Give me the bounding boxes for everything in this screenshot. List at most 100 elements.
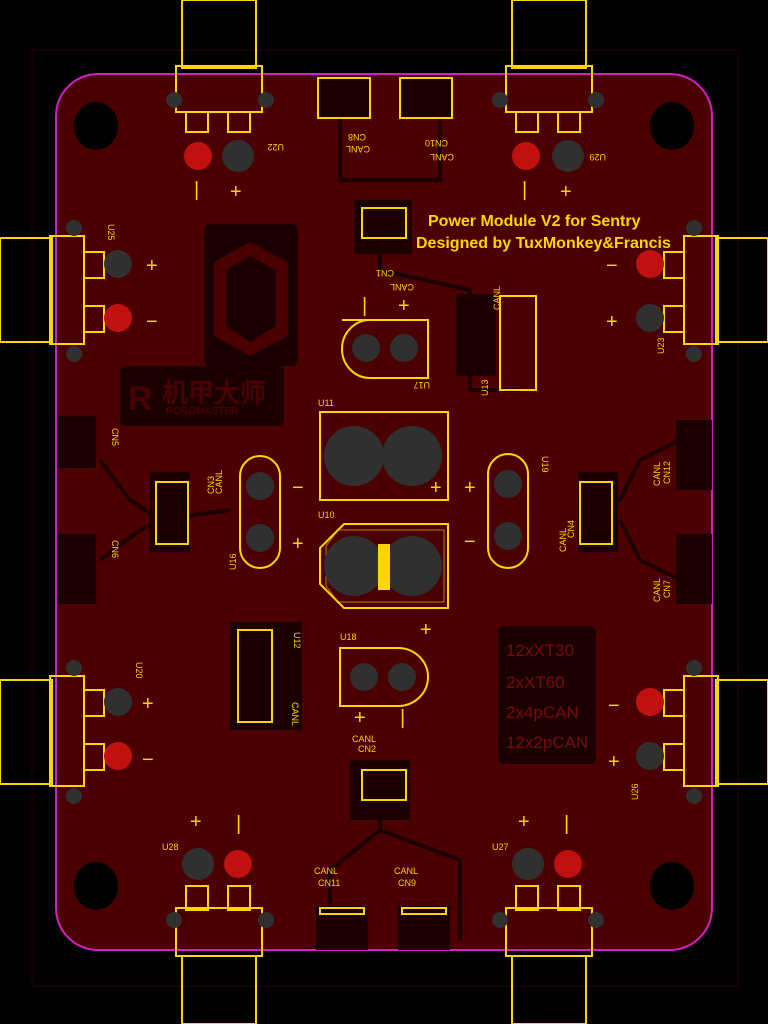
note-line-2: 2xXT60: [506, 673, 565, 692]
sign-plus: +: [292, 533, 304, 555]
component-u10: U10 +: [318, 510, 449, 641]
sign-minus: |: [522, 179, 527, 201]
sign-plus: +: [230, 181, 242, 203]
connector-bottom-left: + | U28: [162, 811, 274, 1024]
sign-minus: −: [606, 255, 618, 277]
canl-label: CANL: [430, 152, 454, 162]
canl-label: CANL: [214, 470, 224, 494]
connector-right-upper: U23 − +: [606, 220, 768, 362]
component-u16: U16 − +: [228, 455, 304, 570]
can-connector-cn11: CANL CN11: [314, 866, 368, 950]
sign-bar: |: [362, 295, 367, 317]
designator-u25: U25: [106, 224, 116, 241]
designator-u18: U18: [340, 632, 357, 642]
connector-top-left: U22 | +: [166, 0, 284, 203]
designator-cn10: CN10: [425, 138, 448, 148]
designator-u23: U23: [656, 337, 666, 354]
designator-u28: U28: [162, 842, 179, 852]
designator-u29: U29: [589, 152, 606, 162]
mounting-hole: [650, 862, 694, 910]
sign-plus: +: [518, 811, 530, 833]
connector-top-right: U29 | +: [492, 0, 606, 203]
can-connector-cn1: CN1 CANL: [354, 200, 414, 292]
designator-u13: U13: [480, 379, 490, 396]
designator-cn3: CN3: [206, 476, 216, 494]
sign-plus: +: [560, 181, 572, 203]
mounting-hole: [74, 102, 118, 150]
sign-plus: +: [606, 311, 618, 333]
sign-bar: |: [236, 813, 241, 835]
note-line-4: 12x2pCAN: [506, 733, 588, 752]
designator-cn12: CN12: [662, 461, 672, 484]
component-u13: U13 CANL: [456, 286, 537, 396]
canl-label: CANL: [394, 866, 418, 876]
designator-cn5: CN5: [110, 428, 120, 446]
canl-label: CANL: [346, 144, 370, 154]
note-line-1: 12xXT30: [506, 641, 574, 660]
can-connector-cn5: CN5: [58, 416, 120, 468]
connector-left-lower: U20 + −: [0, 660, 154, 804]
designator-u20: U20: [134, 662, 144, 679]
can-connector-cn8: CANL CN8: [317, 77, 371, 154]
component-u19: U19 + −: [464, 453, 550, 569]
canl-label: CANL: [290, 702, 300, 726]
sign-plus: +: [146, 255, 158, 277]
mounting-hole: [74, 862, 118, 910]
designator-u19: U19: [540, 456, 550, 473]
can-connector-cn2: CANL CN2: [350, 734, 410, 820]
designator-cn4: CN4: [566, 520, 576, 538]
can-connector-cn4: CANL CN4: [558, 472, 618, 552]
designator-u27: U27: [492, 842, 509, 852]
can-connector-cn6: CN6: [58, 534, 120, 604]
canl-label: CANL: [652, 462, 662, 486]
canl-label: CANL: [352, 734, 376, 744]
sign-plus: +: [398, 295, 410, 317]
canl-label: CANL: [492, 286, 502, 310]
logo-brand-cn: 机甲大师: [162, 379, 266, 409]
designator-cn2: CN2: [358, 744, 376, 754]
sign-plus: +: [464, 477, 476, 499]
can-connector-cn9: CANL CN9: [394, 866, 450, 950]
designator-u11: U11: [318, 398, 334, 408]
sign-minus: |: [194, 179, 199, 201]
component-u17: | + U17: [341, 295, 430, 390]
connector-summary-note: 12xXT30 2xXT60 2x4pCAN 12x2pCAN: [498, 626, 596, 764]
designator-u12: U12: [292, 632, 302, 649]
can-connector-cn12: CANL CN12: [652, 420, 712, 490]
sign-bar: |: [400, 707, 405, 729]
sign-minus: −: [292, 477, 304, 499]
component-u12: U12 CANL: [230, 622, 302, 730]
robomaster-logo: 机甲大师 ROBOMASTER R: [120, 224, 298, 426]
connector-left-upper: U25 + −: [0, 220, 158, 362]
designator-u17: U17: [413, 380, 430, 390]
designator-cn1: CN1: [376, 268, 394, 278]
sign-plus: +: [608, 751, 620, 773]
can-connector-cn7: CANL CN7: [652, 534, 712, 604]
sign-plus: +: [420, 619, 432, 641]
designator-u10: U10: [318, 510, 335, 520]
canl-label: CANL: [558, 528, 568, 552]
component-u11: U11 +: [318, 398, 449, 501]
board-author: Designed by TuxMonkey&Francis: [416, 235, 671, 252]
sign-plus: +: [142, 693, 154, 715]
designator-cn7: CN7: [662, 580, 672, 598]
sign-plus: +: [190, 811, 202, 833]
designator-u22: U22: [267, 142, 284, 152]
board-title: Power Module V2 for Sentry: [428, 213, 641, 230]
sign-minus: −: [608, 695, 620, 717]
can-connector-cn10: CANL CN10: [399, 77, 454, 162]
designator-u26: U26: [630, 783, 640, 800]
note-line-3: 2x4pCAN: [506, 703, 579, 722]
logo-brand-en: ROBOMASTER: [166, 406, 239, 417]
canl-label: CANL: [314, 866, 338, 876]
sign-plus: +: [354, 707, 366, 729]
designator-cn8: CN8: [348, 132, 366, 142]
sign-minus: −: [142, 749, 154, 771]
component-u18: U18 + |: [339, 632, 429, 729]
mounting-hole: [650, 102, 694, 150]
sign-minus: −: [464, 531, 476, 553]
designator-cn6: CN6: [110, 540, 120, 558]
svg-text:R: R: [128, 380, 153, 418]
outer-frame: [31, 49, 739, 987]
